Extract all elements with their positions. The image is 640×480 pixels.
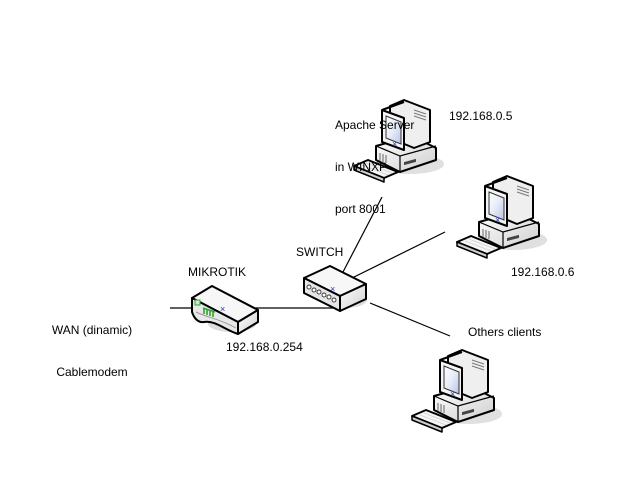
mikrotik-ip: 192.168.0.254 <box>226 340 303 354</box>
apache-server-label-line-1: Apache Server <box>335 118 415 132</box>
edge-switch-pc2 <box>347 231 446 281</box>
svg-text:×: × <box>330 284 335 294</box>
workstation-icon-others-clients <box>411 349 503 433</box>
mikrotik-label: MIKROTIK <box>188 265 247 279</box>
connections <box>170 196 451 337</box>
edge-switch-others <box>369 302 451 337</box>
apache-server-label-line-2: in WINXP <box>335 160 388 174</box>
switch-icon: × <box>303 265 367 312</box>
apache-server-label: Apache Server in WINXP port 8001 <box>335 90 414 230</box>
svg-text:×: × <box>220 304 225 314</box>
others-clients-label: Others clients <box>468 325 542 339</box>
apache-server-ip: 192.168.0.5 <box>449 109 513 123</box>
wan-label-line-2: Cablemodem <box>56 365 128 379</box>
apache-server-label-line-3: port 8001 <box>335 202 386 216</box>
wan-label-line-1: WAN (dinamic) <box>51 323 133 337</box>
edge-switch-apache <box>342 196 383 273</box>
switch-label: SWITCH <box>296 245 344 259</box>
wan-label: WAN (dinamic) Cablemodem <box>46 295 138 393</box>
workstation-icon-client-2 <box>456 175 548 259</box>
client-2-ip: 192.168.0.6 <box>511 265 575 279</box>
router-icon: × <box>191 285 259 335</box>
